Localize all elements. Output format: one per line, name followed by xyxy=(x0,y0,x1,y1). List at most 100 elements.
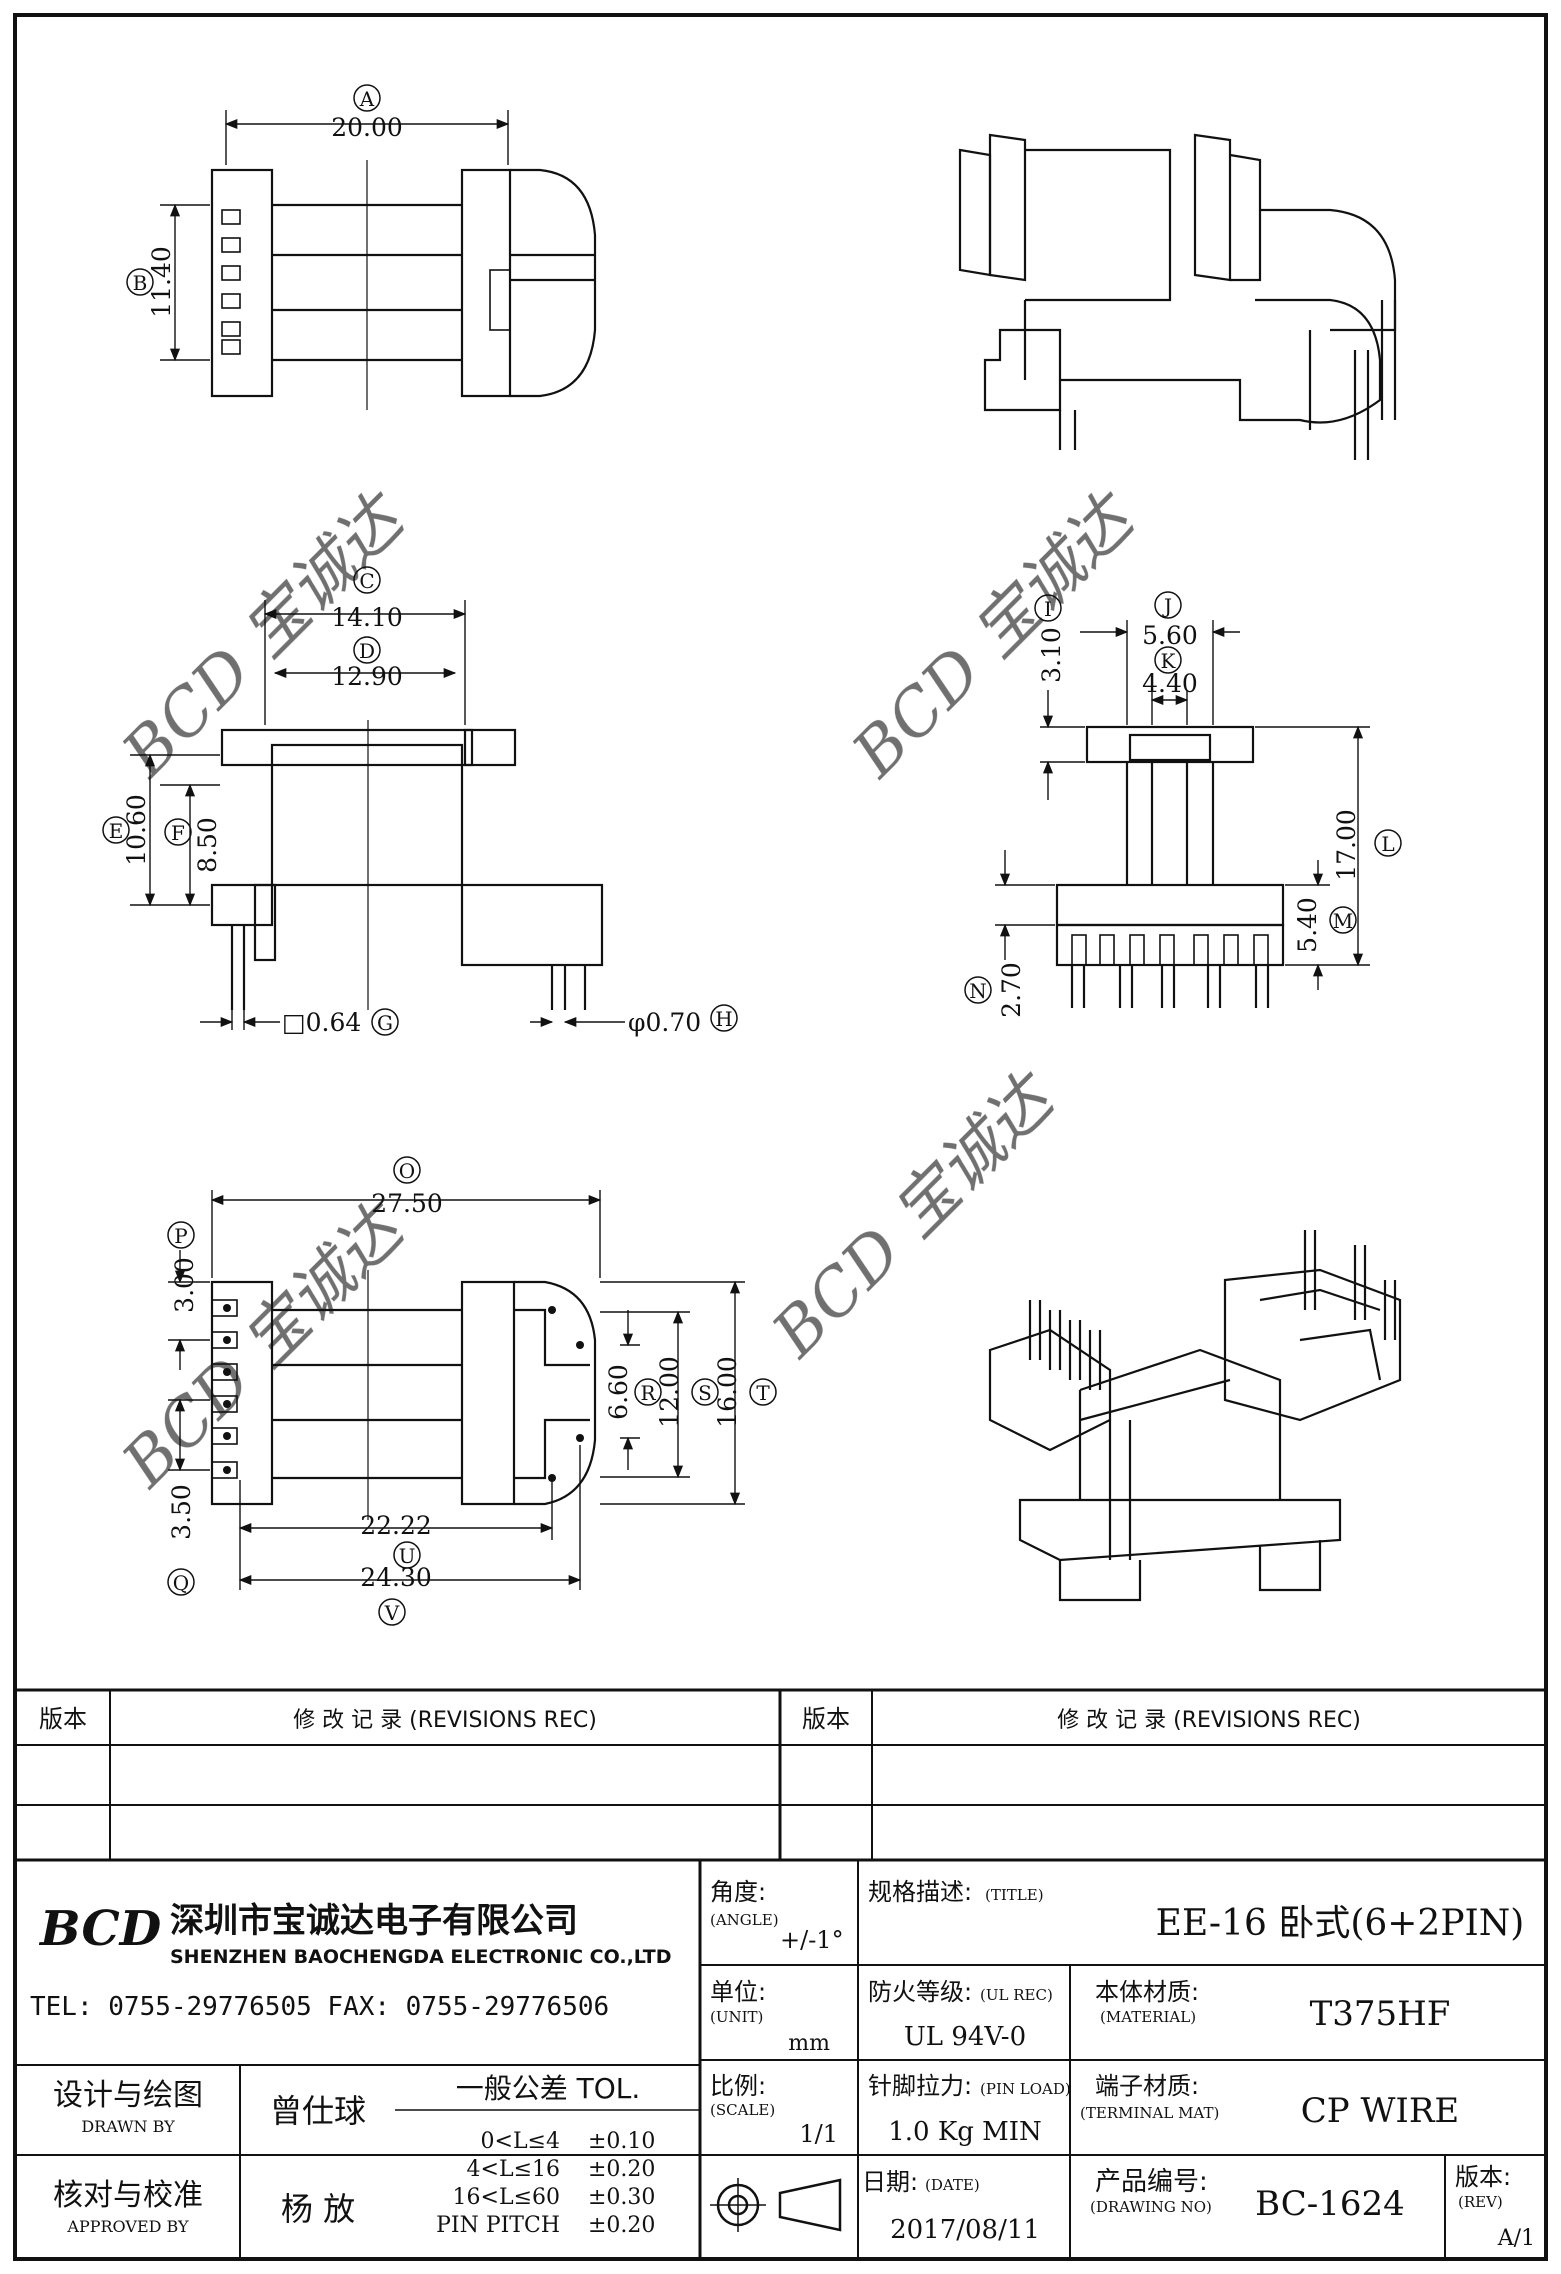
angle-value: +/-1° xyxy=(780,1926,844,1954)
watermark-4: BCD 宝诚达 xyxy=(758,1059,1071,1372)
title-value: EE-16 卧式(6+2PIN) xyxy=(1156,1903,1525,1944)
dim-G-id: G xyxy=(377,1011,393,1035)
watermark-2: BCD 宝诚达 xyxy=(838,479,1151,792)
dim-D-id: D xyxy=(359,639,375,663)
designer-label-en: DRAWN BY xyxy=(81,2117,175,2136)
material-label-en: (MATERIAL) xyxy=(1100,2008,1196,2026)
dim-V-value: 24.30 xyxy=(360,1563,432,1592)
title-block-lines xyxy=(15,1688,1546,2259)
pinload-label: 针脚拉力: xyxy=(868,2072,972,2100)
drawing-frame xyxy=(13,13,1548,2261)
dim-O-value: 27.50 xyxy=(371,1189,443,1218)
company-logo: BCD xyxy=(38,1901,162,1957)
unit-label: 单位: xyxy=(710,1978,766,2006)
dim-H-value: φ0.70 xyxy=(628,1008,701,1037)
approver-label-en: APPROVED BY xyxy=(66,2217,189,2236)
tol-title: 一般公差 TOL. xyxy=(456,2072,641,2105)
view-iso-top xyxy=(958,133,1397,460)
tol-row-1-range: 0<L≤4 xyxy=(481,2129,560,2154)
view-bottom-labels: O 27.50 P 3.00 3.50 Q 6.60 R 12.00 S 16.… xyxy=(167,1156,777,1626)
scale-label-en: (SCALE) xyxy=(710,2101,775,2119)
dim-T-id: T xyxy=(756,1381,770,1405)
dim-N-id: N xyxy=(969,979,987,1003)
material-value: T375HF xyxy=(1310,1994,1451,2034)
dim-C-id: C xyxy=(359,569,374,593)
dim-R-value: 6.60 xyxy=(604,1364,633,1420)
drawing-label: 产品编号: xyxy=(1095,2167,1208,2197)
angle-label: 角度: xyxy=(710,1878,766,1906)
dim-Q-value: 3.50 xyxy=(167,1484,196,1540)
terminal-label: 端子材质: xyxy=(1095,2072,1199,2100)
view-front-labels: C 14.10 D 12.90 10.60 E 8.50 F □0.64 G φ… xyxy=(102,566,738,1037)
dim-S-id: S xyxy=(698,1381,712,1405)
dim-F-id: F xyxy=(171,821,185,845)
tol-row-3-range: 16<L≤60 xyxy=(453,2185,560,2210)
pinload-label-en: (PIN LOAD) xyxy=(980,2080,1071,2098)
rev-label: 版本: xyxy=(1455,2163,1511,2191)
dim-J-value: 5.60 xyxy=(1142,621,1198,650)
dim-J-id: J xyxy=(1162,594,1172,618)
dim-P-id: P xyxy=(174,1224,187,1248)
ul-label: 防火等级: xyxy=(868,1978,972,2006)
designer-name: 曾仕球 xyxy=(270,2092,366,2130)
scale-value: 1/1 xyxy=(799,2120,838,2148)
date-label-en: (DATE) xyxy=(925,2176,980,2194)
dim-P-value: 3.00 xyxy=(170,1257,199,1313)
dim-R-id: R xyxy=(640,1381,656,1405)
terminal-value: CP WIRE xyxy=(1301,2091,1460,2131)
rev-col1-record: 修 改 记 录 (REVISIONS REC) xyxy=(293,1708,597,1733)
title-block-row4: 核对与校准 APPROVED BY 杨 放 日期: (DATE) 2017/08… xyxy=(53,2163,1535,2251)
rev-col1-version: 版本 xyxy=(39,1705,87,1733)
dim-O-id: O xyxy=(399,1159,415,1183)
title-block-row2: 单位: (UNIT) mm 防火等级: (UL REC) UL 94V-0 本体… xyxy=(710,1978,1450,2056)
date-label: 日期: xyxy=(862,2168,918,2196)
watermark-3: BCD 宝诚达 xyxy=(108,1189,421,1502)
dim-M-value: 5.40 xyxy=(1293,897,1322,953)
scale-label: 比例: xyxy=(710,2072,766,2100)
dim-T-value: 16.00 xyxy=(713,1356,742,1428)
revisions-header: 版本 修 改 记 录 (REVISIONS REC) 版本 修 改 记 录 (R… xyxy=(39,1705,1361,1733)
unit-value: mm xyxy=(788,2031,830,2056)
dim-U-id: U xyxy=(399,1544,416,1568)
dim-F-value: 8.50 xyxy=(193,817,222,873)
dim-E-id: E xyxy=(109,819,124,843)
view-side xyxy=(995,620,1370,1008)
dim-A-id: A xyxy=(359,87,375,111)
rev-col2-record: 修 改 记 录 (REVISIONS REC) xyxy=(1057,1708,1361,1733)
dim-V-id: V xyxy=(384,1601,400,1625)
dim-D-value: 12.90 xyxy=(331,662,403,691)
company-name-cn: 深圳市宝诚达电子有限公司 xyxy=(170,1901,578,1941)
date-value: 2017/08/11 xyxy=(890,2215,1040,2245)
pinload-value: 1.0 Kg MIN xyxy=(888,2117,1042,2147)
tol-row-1-value: ±0.10 xyxy=(588,2129,655,2154)
title-label: 规格描述: xyxy=(868,1878,972,1906)
view-iso-bottom xyxy=(988,1230,1402,1602)
tol-row-2-value: ±0.20 xyxy=(588,2157,655,2182)
rev-value: A/1 xyxy=(1497,2226,1535,2251)
title-block-top: 角度: (ANGLE) +/-1° 规格描述: (TITLE) EE-16 卧式… xyxy=(710,1878,1524,1954)
dim-N-value: 2.70 xyxy=(997,962,1026,1018)
dim-G-value: □0.64 xyxy=(282,1008,361,1037)
material-label: 本体材质: xyxy=(1095,1978,1199,2006)
ul-value: UL 94V-0 xyxy=(904,2022,1026,2052)
projection-symbol xyxy=(710,2178,842,2232)
dim-M-id: M xyxy=(1333,909,1353,933)
tol-row-4-value: ±0.20 xyxy=(588,2213,655,2238)
dim-B-value: 11.40 xyxy=(147,246,176,318)
company-name-en: SHENZHEN BAOCHENGDA ELECTRONIC CO.,LTD xyxy=(170,1946,671,1968)
dim-A-value: 20.00 xyxy=(331,113,403,142)
company-block: BCD 深圳市宝诚达电子有限公司 SHENZHEN BAOCHENGDA ELE… xyxy=(30,1901,671,2022)
tol-row-3-value: ±0.30 xyxy=(588,2185,655,2210)
dim-L-id: L xyxy=(1381,832,1394,856)
tol-row-2-range: 4<L≤16 xyxy=(467,2157,560,2182)
dim-B-id: B xyxy=(133,271,148,295)
dim-S-value: 12.00 xyxy=(655,1356,684,1428)
dim-K-value: 4.40 xyxy=(1142,669,1198,698)
view-bottom xyxy=(168,1190,745,1590)
drawing-label-en: (DRAWING NO) xyxy=(1090,2198,1212,2216)
approver-name: 杨 放 xyxy=(281,2190,355,2228)
dim-I-id: I xyxy=(1044,597,1052,621)
view-top xyxy=(160,110,597,410)
dim-I-value: 3.10 xyxy=(1037,627,1066,683)
